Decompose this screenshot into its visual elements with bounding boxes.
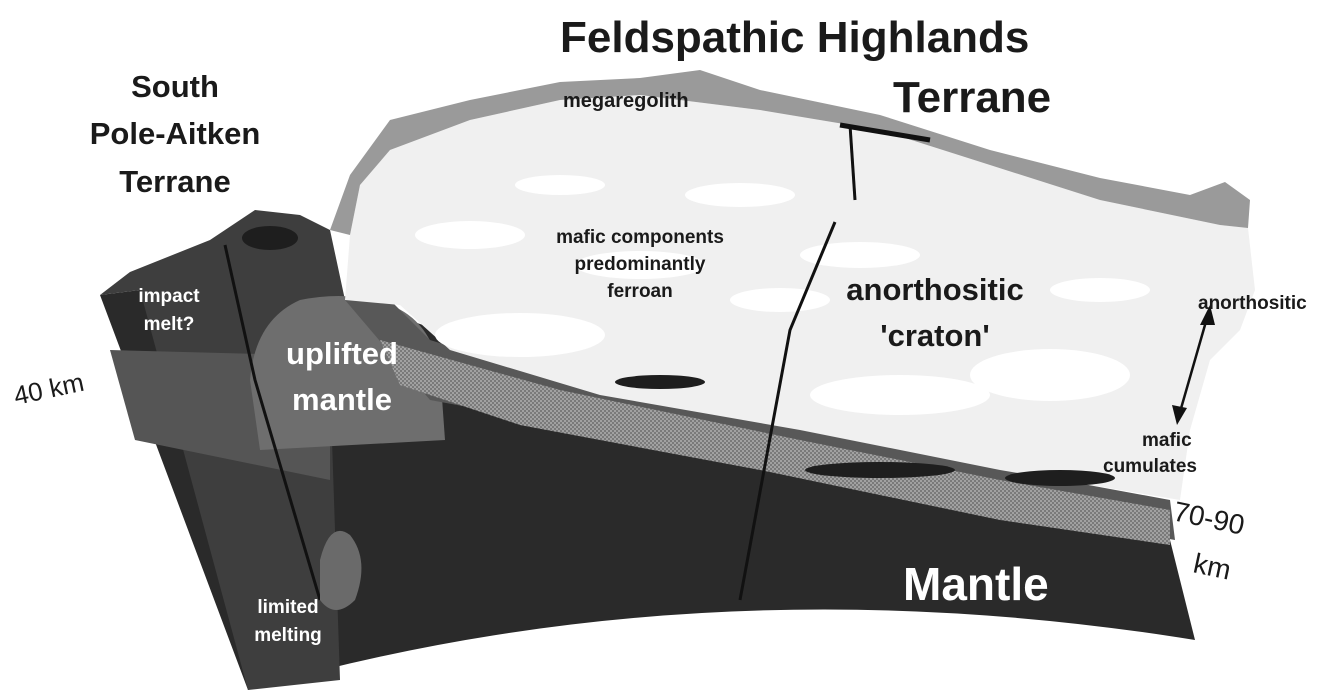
uplifted-mantle-line1: uplifted bbox=[286, 336, 398, 371]
impact-melt-line1: impact bbox=[138, 286, 200, 307]
mantle-label: Mantle bbox=[903, 558, 1049, 610]
mafic-components-line2: predominantly bbox=[575, 254, 706, 275]
spa-title-line1: South bbox=[131, 69, 219, 104]
depth-70-90-line2: km bbox=[1191, 548, 1234, 586]
spa-title-line2: Pole-Aitken bbox=[90, 116, 261, 151]
mafic-cumulates-line1: mafic bbox=[1142, 430, 1192, 451]
depth-70-90-line1: 70-90 bbox=[1171, 496, 1248, 541]
craton-label-line2: 'craton' bbox=[880, 318, 989, 353]
limited-melting-line2: melting bbox=[254, 625, 322, 646]
mafic-components-line3: ferroan bbox=[607, 281, 672, 302]
mafic-cumulates-line2: cumulates bbox=[1103, 456, 1197, 477]
craton-label-line1: anorthositic bbox=[846, 272, 1023, 307]
uplifted-mantle-line2: mantle bbox=[292, 382, 392, 417]
impact-melt-line2: melt? bbox=[144, 314, 195, 335]
fht-title-line2: Terrane bbox=[893, 73, 1051, 122]
spa-title-line3: Terrane bbox=[119, 164, 230, 199]
depth-40km-label: 40 km bbox=[11, 367, 87, 411]
limited-melting-line1: limited bbox=[257, 597, 318, 618]
fht-title-line1: Feldspathic Highlands bbox=[560, 13, 1029, 62]
anorthositic-side-label: anorthositic bbox=[1198, 293, 1307, 314]
mafic-components-line1: mafic components bbox=[556, 227, 724, 248]
megaregolith-label: megaregolith bbox=[563, 90, 689, 112]
